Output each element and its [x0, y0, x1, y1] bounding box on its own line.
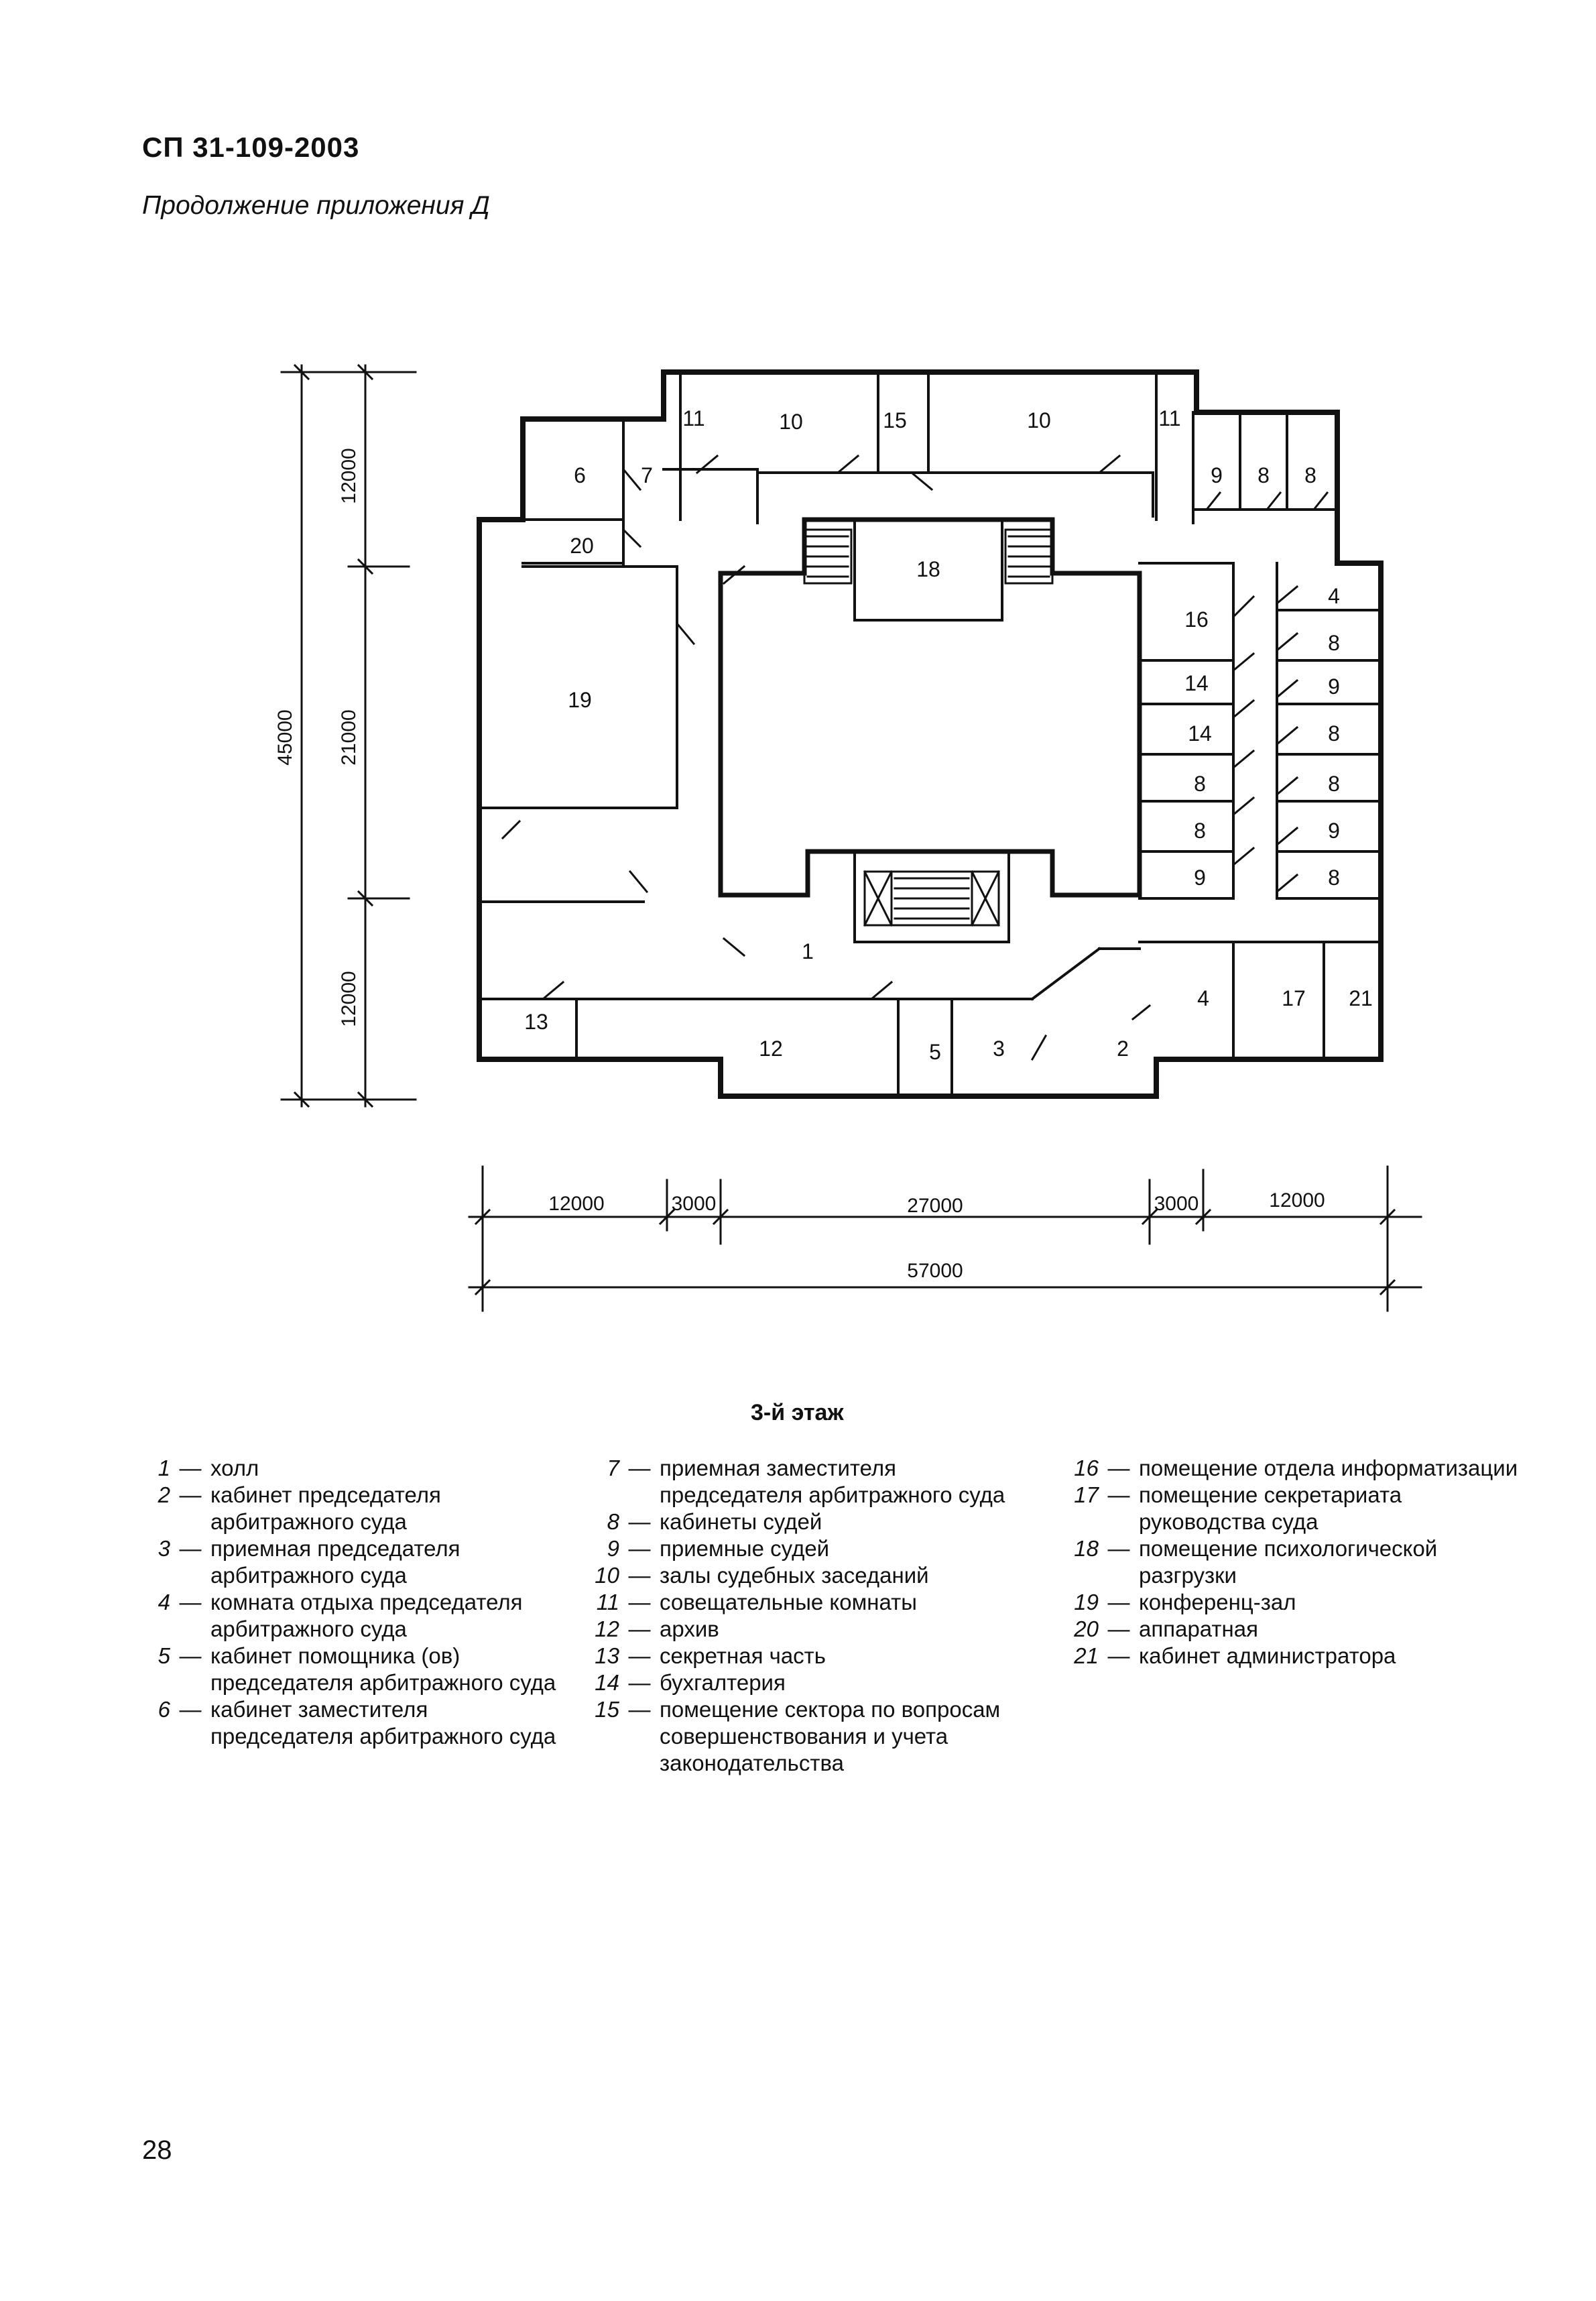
room-label-15: 15 [883, 408, 907, 432]
legend-item: 2—кабинет председателя арбитражного суда [158, 1482, 441, 1534]
room-label-12: 12 [759, 1037, 783, 1061]
dimension-lines [280, 363, 1422, 1312]
dim-top-wing: 12000 [338, 448, 360, 504]
legend-item: 17—помещение секретариата руководства су… [1074, 1482, 1402, 1534]
legend-item: 14—бухгалтерия [595, 1670, 786, 1695]
legend-column-1: 1—холл 2—кабинет председателя арбитражно… [141, 1455, 556, 1750]
legend-column-2: 7—приемная заместителя председателя арби… [590, 1455, 1032, 1777]
legend-item: 1—холл [158, 1456, 259, 1480]
dim-left-step: 3000 [672, 1193, 717, 1215]
room-label-8: 8 [1328, 631, 1340, 655]
legend-item: 21—кабинет администратора [1074, 1643, 1396, 1668]
stair-hatching [803, 528, 1054, 927]
legend-item: 11—совещательные комнаты [596, 1590, 917, 1614]
dim-left-wing: 12000 [548, 1193, 604, 1215]
legend-item: 13—секретная часть [595, 1643, 826, 1668]
dim-total-width: 57000 [907, 1260, 963, 1282]
dim-right-wing: 12000 [1269, 1189, 1325, 1212]
room-label-4: 4 [1197, 986, 1209, 1010]
room-label-3: 3 [993, 1037, 1005, 1061]
legend-column-3: 16—помещение отдела информатизации 17—по… [1069, 1455, 1525, 1669]
room-label-14: 14 [1184, 671, 1209, 695]
room-label-8: 8 [1257, 463, 1270, 487]
document-code: СП 31-109-2003 [142, 131, 360, 163]
legend-item: 20—аппаратная [1074, 1616, 1258, 1641]
room-label-16: 16 [1184, 607, 1209, 632]
room-label-10: 10 [779, 410, 803, 434]
door-swings [501, 454, 1329, 1061]
legend-item: 16—помещение отдела информатизации [1074, 1456, 1518, 1480]
interior-walls [478, 371, 1382, 1098]
legend-item: 18—помещение психологической разгрузки [1074, 1536, 1438, 1588]
floor-title: 3-й этаж [751, 1400, 844, 1425]
dim-bottom-wing: 12000 [338, 971, 360, 1026]
floor-plan: 45000 12000 21000 12000 12000 3000 27000… [274, 363, 1422, 1312]
legend-item: 19—конференц-зал [1074, 1590, 1296, 1614]
room-label-9: 9 [1194, 866, 1206, 890]
room-label-20: 20 [570, 534, 594, 558]
dim-middle: 21000 [338, 709, 360, 765]
room-label-8: 8 [1194, 772, 1206, 796]
room-label-13: 13 [524, 1010, 548, 1034]
room-label-10: 10 [1027, 408, 1051, 432]
legend-item: 9—приемные судей [607, 1536, 830, 1561]
room-label-8: 8 [1328, 772, 1340, 796]
room-label-9: 9 [1328, 674, 1340, 699]
room-label-9: 9 [1211, 463, 1223, 487]
legend-item: 15—помещение сектора по вопросам соверше… [595, 1697, 1001, 1775]
legend-item: 7—приемная заместителя председателя арби… [607, 1456, 1005, 1507]
room-label-6: 6 [574, 463, 586, 487]
room-label-11: 11 [1158, 406, 1180, 430]
outer-walls [477, 369, 1384, 1099]
courtyard-walls [718, 517, 1142, 898]
page-number: 28 [142, 2135, 172, 2165]
room-label-8: 8 [1328, 721, 1340, 746]
legend-item: 8—кабинеты судей [607, 1509, 822, 1534]
legend-item: 5—кабинет помощника (ов) председателя ар… [158, 1643, 556, 1695]
room-label-8: 8 [1328, 866, 1340, 890]
room-label-8: 8 [1194, 819, 1206, 843]
legend-item: 4—комната отдыха председателя арбитражно… [158, 1590, 523, 1641]
room-label-21: 21 [1349, 986, 1373, 1010]
legend-item: 12—архив [595, 1616, 719, 1641]
room-label-7: 7 [641, 463, 653, 487]
legend-item: 6—кабинет заместителя председателя арбит… [158, 1697, 556, 1749]
dim-total-height: 45000 [274, 709, 296, 765]
room-label-8: 8 [1304, 463, 1316, 487]
room-label-19: 19 [568, 688, 592, 712]
appendix-continuation: Продолжение приложения Д [142, 191, 490, 220]
room-label-1: 1 [802, 939, 814, 963]
room-label-5: 5 [929, 1040, 941, 1064]
room-label-4: 4 [1328, 584, 1340, 608]
room-label-9: 9 [1328, 819, 1340, 843]
room-label-18: 18 [916, 557, 940, 581]
dim-center: 27000 [907, 1195, 963, 1217]
dim-right-step: 3000 [1154, 1193, 1199, 1215]
legend-item: 10—залы судебных заседаний [595, 1563, 929, 1588]
room-label-14: 14 [1188, 721, 1212, 746]
room-label-11: 11 [682, 406, 704, 430]
room-label-2: 2 [1117, 1037, 1129, 1061]
room-label-17: 17 [1282, 986, 1306, 1010]
legend-item: 3—приемная председателя арбитражного суд… [158, 1536, 461, 1588]
